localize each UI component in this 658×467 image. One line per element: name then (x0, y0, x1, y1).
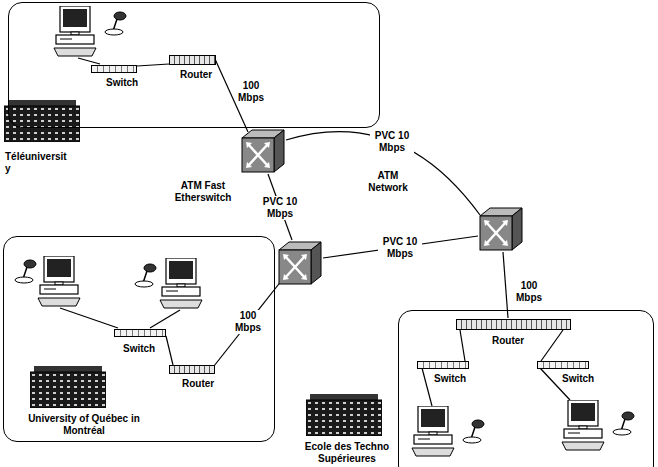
devices (15, 6, 634, 456)
label-holder: ATM Fast Etherswitch (172, 180, 234, 204)
site-panel: Ecole des Techno SupérieuresRouterSwitch… (398, 310, 654, 467)
label-holder: 100 Mbps (514, 280, 544, 304)
microphone (613, 412, 634, 435)
label-holder: 100 Mbps (233, 310, 263, 334)
uplink-line (214, 280, 282, 366)
atm-switch (480, 208, 522, 250)
label-holder: PVC 10 Mbps (378, 236, 422, 260)
node-label: Switch (434, 373, 474, 385)
atm-switch (242, 130, 284, 172)
switch-box: Switch (91, 65, 137, 73)
workstation (54, 6, 96, 56)
wires (60, 58, 570, 406)
switch-box: Switch (537, 361, 589, 369)
link-label: PVC 10 Mbps (378, 236, 422, 260)
label-holder: PVC 10 Mbps (258, 196, 302, 220)
node-label: Switch (106, 77, 146, 89)
node-label: ATM Network (360, 170, 416, 194)
link-label: ATM Fast Etherswitch (172, 180, 234, 204)
workstation (412, 406, 454, 456)
microphone (105, 12, 126, 35)
node-label: Téléuniversit y (5, 151, 75, 175)
link-line (541, 330, 563, 361)
microphone (463, 420, 484, 443)
link-label: PVC 10 Mbps (370, 130, 414, 154)
workstation (38, 256, 80, 306)
node-label: Router (492, 335, 532, 347)
switch-box: Switch (114, 329, 166, 337)
microphone (15, 260, 36, 283)
node-label: Router (180, 69, 220, 81)
link-line (137, 64, 169, 66)
buildings (4, 100, 382, 436)
building-icon (30, 366, 106, 408)
link-label: 100 Mbps (233, 310, 263, 334)
node-label: Switch (123, 343, 163, 355)
node-label: Router (182, 378, 222, 390)
site-panel: Téléuniversit yRouterSwitch (8, 2, 380, 128)
microphone (135, 264, 156, 287)
uplink-line (503, 252, 508, 318)
link-label: 100 Mbps (236, 80, 266, 104)
building-icon (4, 100, 80, 142)
label-holder: PVC 10 Mbps (370, 130, 414, 154)
label-holder: 100 Mbps (236, 80, 266, 104)
link-label: PVC 10 Mbps (258, 196, 302, 220)
router-box: Router (169, 55, 216, 65)
pc-wire (150, 310, 180, 328)
link-line (460, 330, 465, 361)
pc-wire (60, 308, 118, 328)
site-panel: University of Québec in Montréal SwitchRo… (3, 236, 275, 442)
node-label: University of Québec in Montréal (19, 413, 149, 437)
node-label: Switch (562, 373, 602, 385)
router-box: Router (169, 365, 215, 374)
router-box: Router (456, 319, 571, 330)
workstation (160, 258, 202, 308)
building-icon (306, 394, 382, 436)
pc-wire (78, 58, 100, 64)
link-line (166, 336, 173, 365)
node-label: Ecole des Techno Supérieures (299, 441, 395, 465)
switch-box: Switch (417, 361, 469, 369)
pc-wire (422, 368, 432, 406)
link-label: 100 Mbps (514, 280, 544, 304)
workstation (562, 400, 604, 450)
atm-switch (279, 242, 321, 284)
